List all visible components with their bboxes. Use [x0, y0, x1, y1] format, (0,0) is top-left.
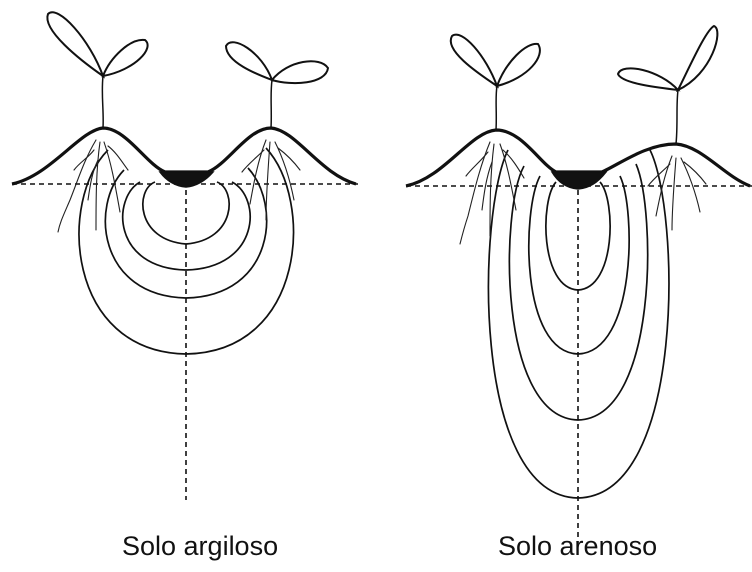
caption-clay-soil: Solo argiloso — [122, 533, 278, 560]
seedling-right-1 — [451, 35, 540, 244]
clay-soil-panel — [12, 12, 358, 500]
seedling-right-2 — [618, 26, 717, 230]
seedling-left-2 — [226, 42, 328, 220]
sandy-soil-panel — [406, 26, 752, 548]
seedling-left-1 — [47, 12, 147, 232]
caption-sandy-soil: Solo arenoso — [498, 533, 657, 560]
